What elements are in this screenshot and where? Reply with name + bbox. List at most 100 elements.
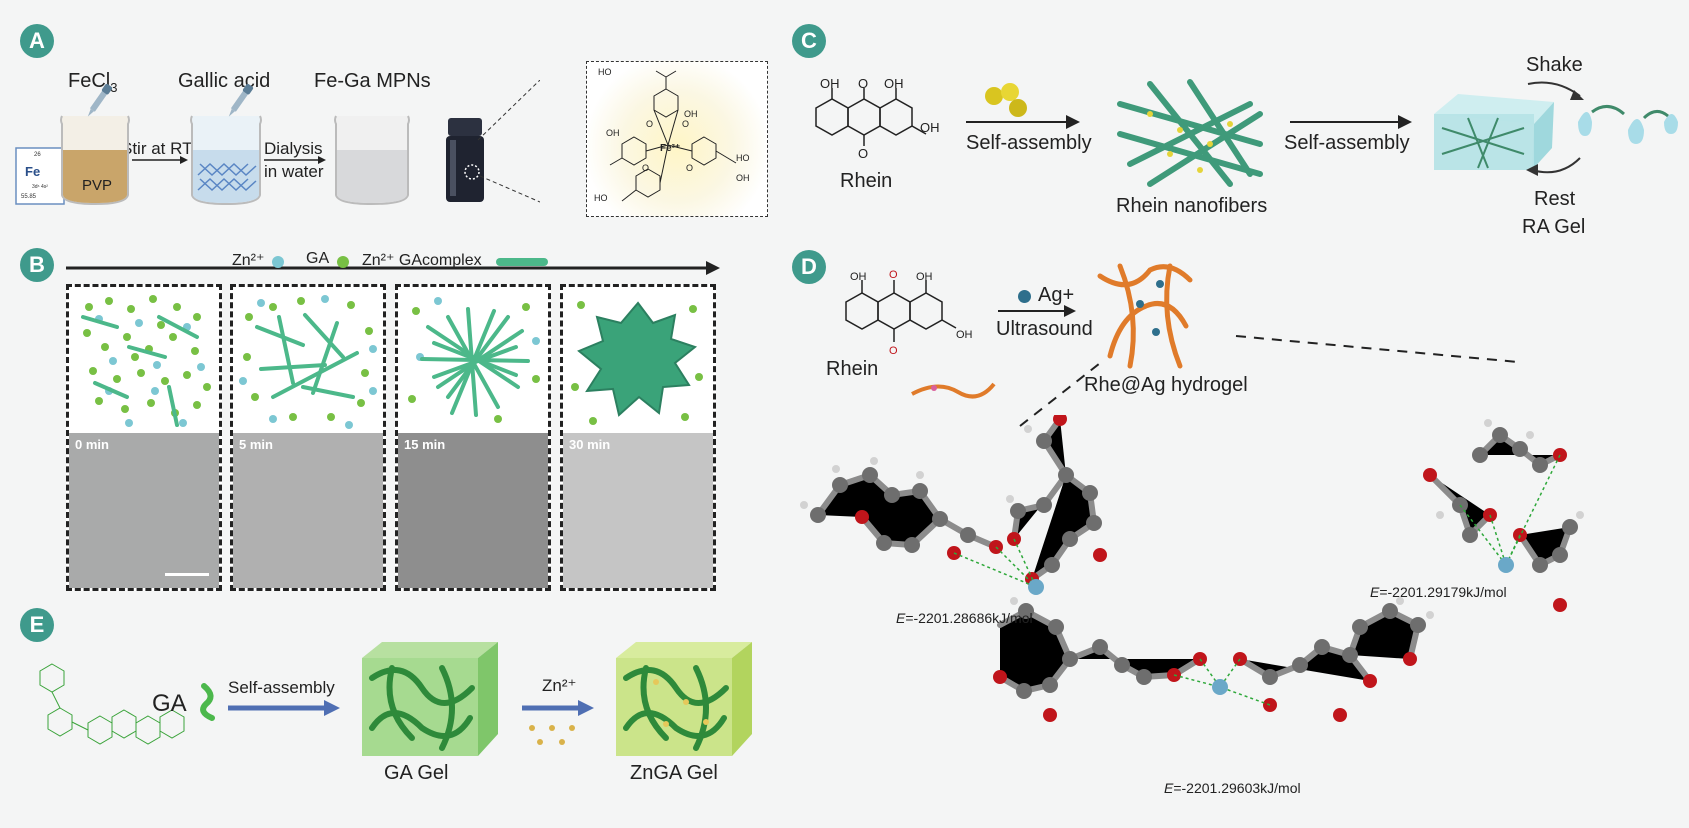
shake-arrow [1527, 81, 1584, 100]
dropper-1 [87, 83, 113, 117]
stir-label: Stir at RT [121, 139, 193, 158]
self-assembly-c2-label: Self-assembly [1284, 132, 1410, 154]
rhein-fiber-d [911, 382, 996, 399]
scale-bar [165, 573, 209, 576]
label-ho-top: HO [598, 67, 612, 77]
energy-value-2: =-2201.29179kJ/mol [1379, 584, 1507, 600]
tem-image-15 [398, 433, 548, 588]
self-assembly-e-label: Self-assembly [228, 678, 335, 697]
element-config: 3d⁶ 4s² [32, 184, 48, 190]
ra-gel-label: RA Gel [1522, 216, 1586, 238]
energy-e-1: E [896, 610, 906, 626]
label-ho-right: HO [736, 153, 750, 163]
panel-e-badge: E [20, 608, 54, 642]
ultrasound-label: Ultrasound [996, 318, 1093, 340]
self-assembly-c1-label: Self-assembly [966, 132, 1092, 154]
ra-gel-block [1434, 94, 1554, 170]
rest-label: Rest [1534, 188, 1576, 210]
time-panel-5: 5 min [230, 284, 386, 591]
zn-ions-e [529, 725, 575, 745]
arrow-d [998, 305, 1076, 317]
time-panel-30: 30 min [560, 284, 716, 591]
panel-a-badge: A [20, 24, 54, 58]
label-oh-1: OH [684, 109, 698, 119]
energy-e-2: E [1370, 584, 1380, 600]
tem-image-5 [233, 433, 383, 588]
oh-d-3: OH [956, 329, 973, 341]
energy-e-3: E [1164, 780, 1174, 796]
rhein-structure-d: OH OH O O OH [845, 269, 973, 357]
element-number: 26 [34, 152, 41, 158]
panel-c-badge: C [792, 24, 826, 58]
ga-label: GA [152, 690, 187, 717]
fe-ga-complex-box [586, 61, 768, 217]
hydrogel-network [1097, 263, 1193, 369]
panel-d-badge: D [792, 250, 826, 284]
energy-label-1: E=-2201.28686kJ/mol [896, 610, 1033, 626]
dots-15min [408, 297, 540, 423]
element-mass: 55.85 [21, 194, 37, 200]
label-o-2: O [682, 119, 689, 129]
label-o-3: O [642, 163, 649, 173]
dots-0min [81, 295, 211, 427]
rest-arrow [1526, 157, 1581, 176]
fecl3-label: FeCl3 [68, 70, 117, 95]
time-label-0: 0 min [75, 437, 109, 452]
time-label-15: 15 min [404, 437, 446, 452]
flower-cluster [577, 301, 698, 417]
znga-gel-label: ZnGA Gel [630, 762, 718, 784]
element-symbol: Fe [25, 164, 40, 179]
ag-label: Ag+ [1038, 284, 1075, 306]
arrow-c-1 [966, 115, 1080, 129]
o-d-1: O [889, 269, 898, 281]
tem-image-30 [563, 433, 713, 588]
znga-gel-cube [616, 642, 752, 756]
ga-structure [39, 663, 185, 745]
label-oh-3: OH [736, 173, 750, 183]
legend-ga: GA [306, 250, 330, 267]
ga-gel-label: GA Gel [384, 762, 449, 784]
zn-dot-icon [272, 256, 284, 268]
ga-fiber-icon [200, 683, 215, 721]
energy-value-1: =-2201.28686kJ/mol [905, 610, 1033, 626]
shake-label: Shake [1526, 54, 1583, 76]
arrow-zn-e [522, 700, 594, 716]
oh-c-1: OH [820, 78, 840, 91]
time-label-5: 5 min [239, 437, 273, 452]
energy-label-2: E=-2201.29179kJ/mol [1370, 584, 1507, 600]
hydrogel-label: Rhe@Ag hydrogel [1084, 374, 1248, 396]
fecl3-text: FeCl [68, 70, 111, 92]
o-c-1: O [858, 78, 868, 91]
dots-5min [239, 295, 377, 429]
o-c-2: O [858, 146, 868, 161]
dropper-2 [228, 83, 254, 117]
energy-label-3: E=-2201.29603kJ/mol [1164, 780, 1301, 796]
tem-image-0 [69, 433, 219, 588]
label-o-4: O [686, 163, 693, 173]
label-o-1: O [646, 119, 653, 129]
ag-icon [1018, 290, 1031, 303]
zn-e-label: Zn²⁺ [542, 676, 577, 695]
rhein-structure-c: OH OH O O OH [815, 78, 940, 161]
arrow-c-2 [1290, 115, 1412, 129]
fecl3-subscript: 3 [110, 80, 118, 95]
arrow-self-assembly-e [228, 700, 340, 716]
label-oh-2: OH [606, 128, 620, 138]
time-panel-15: 15 min [395, 284, 551, 591]
vial-zoom-circle [464, 164, 480, 180]
ga-gel-cube [362, 642, 498, 756]
o-d-2: O [889, 345, 898, 357]
time-arrow [66, 261, 720, 275]
pvp-label: PVP [82, 177, 112, 194]
rhein-d-label: Rhein [826, 358, 879, 380]
gold-particles [985, 83, 1027, 117]
oh-c-3: OH [920, 120, 940, 135]
nanofiber-network [1117, 79, 1263, 187]
energy-value-3: =-2201.29603kJ/mol [1173, 780, 1301, 796]
flower-30min [571, 301, 703, 425]
label-ho-bottom: HO [594, 193, 608, 203]
molecular-models [800, 415, 1584, 722]
oh-d-2: OH [916, 271, 933, 283]
time-panel-0: 0 min [66, 284, 222, 591]
ga-dot-icon [337, 256, 349, 268]
